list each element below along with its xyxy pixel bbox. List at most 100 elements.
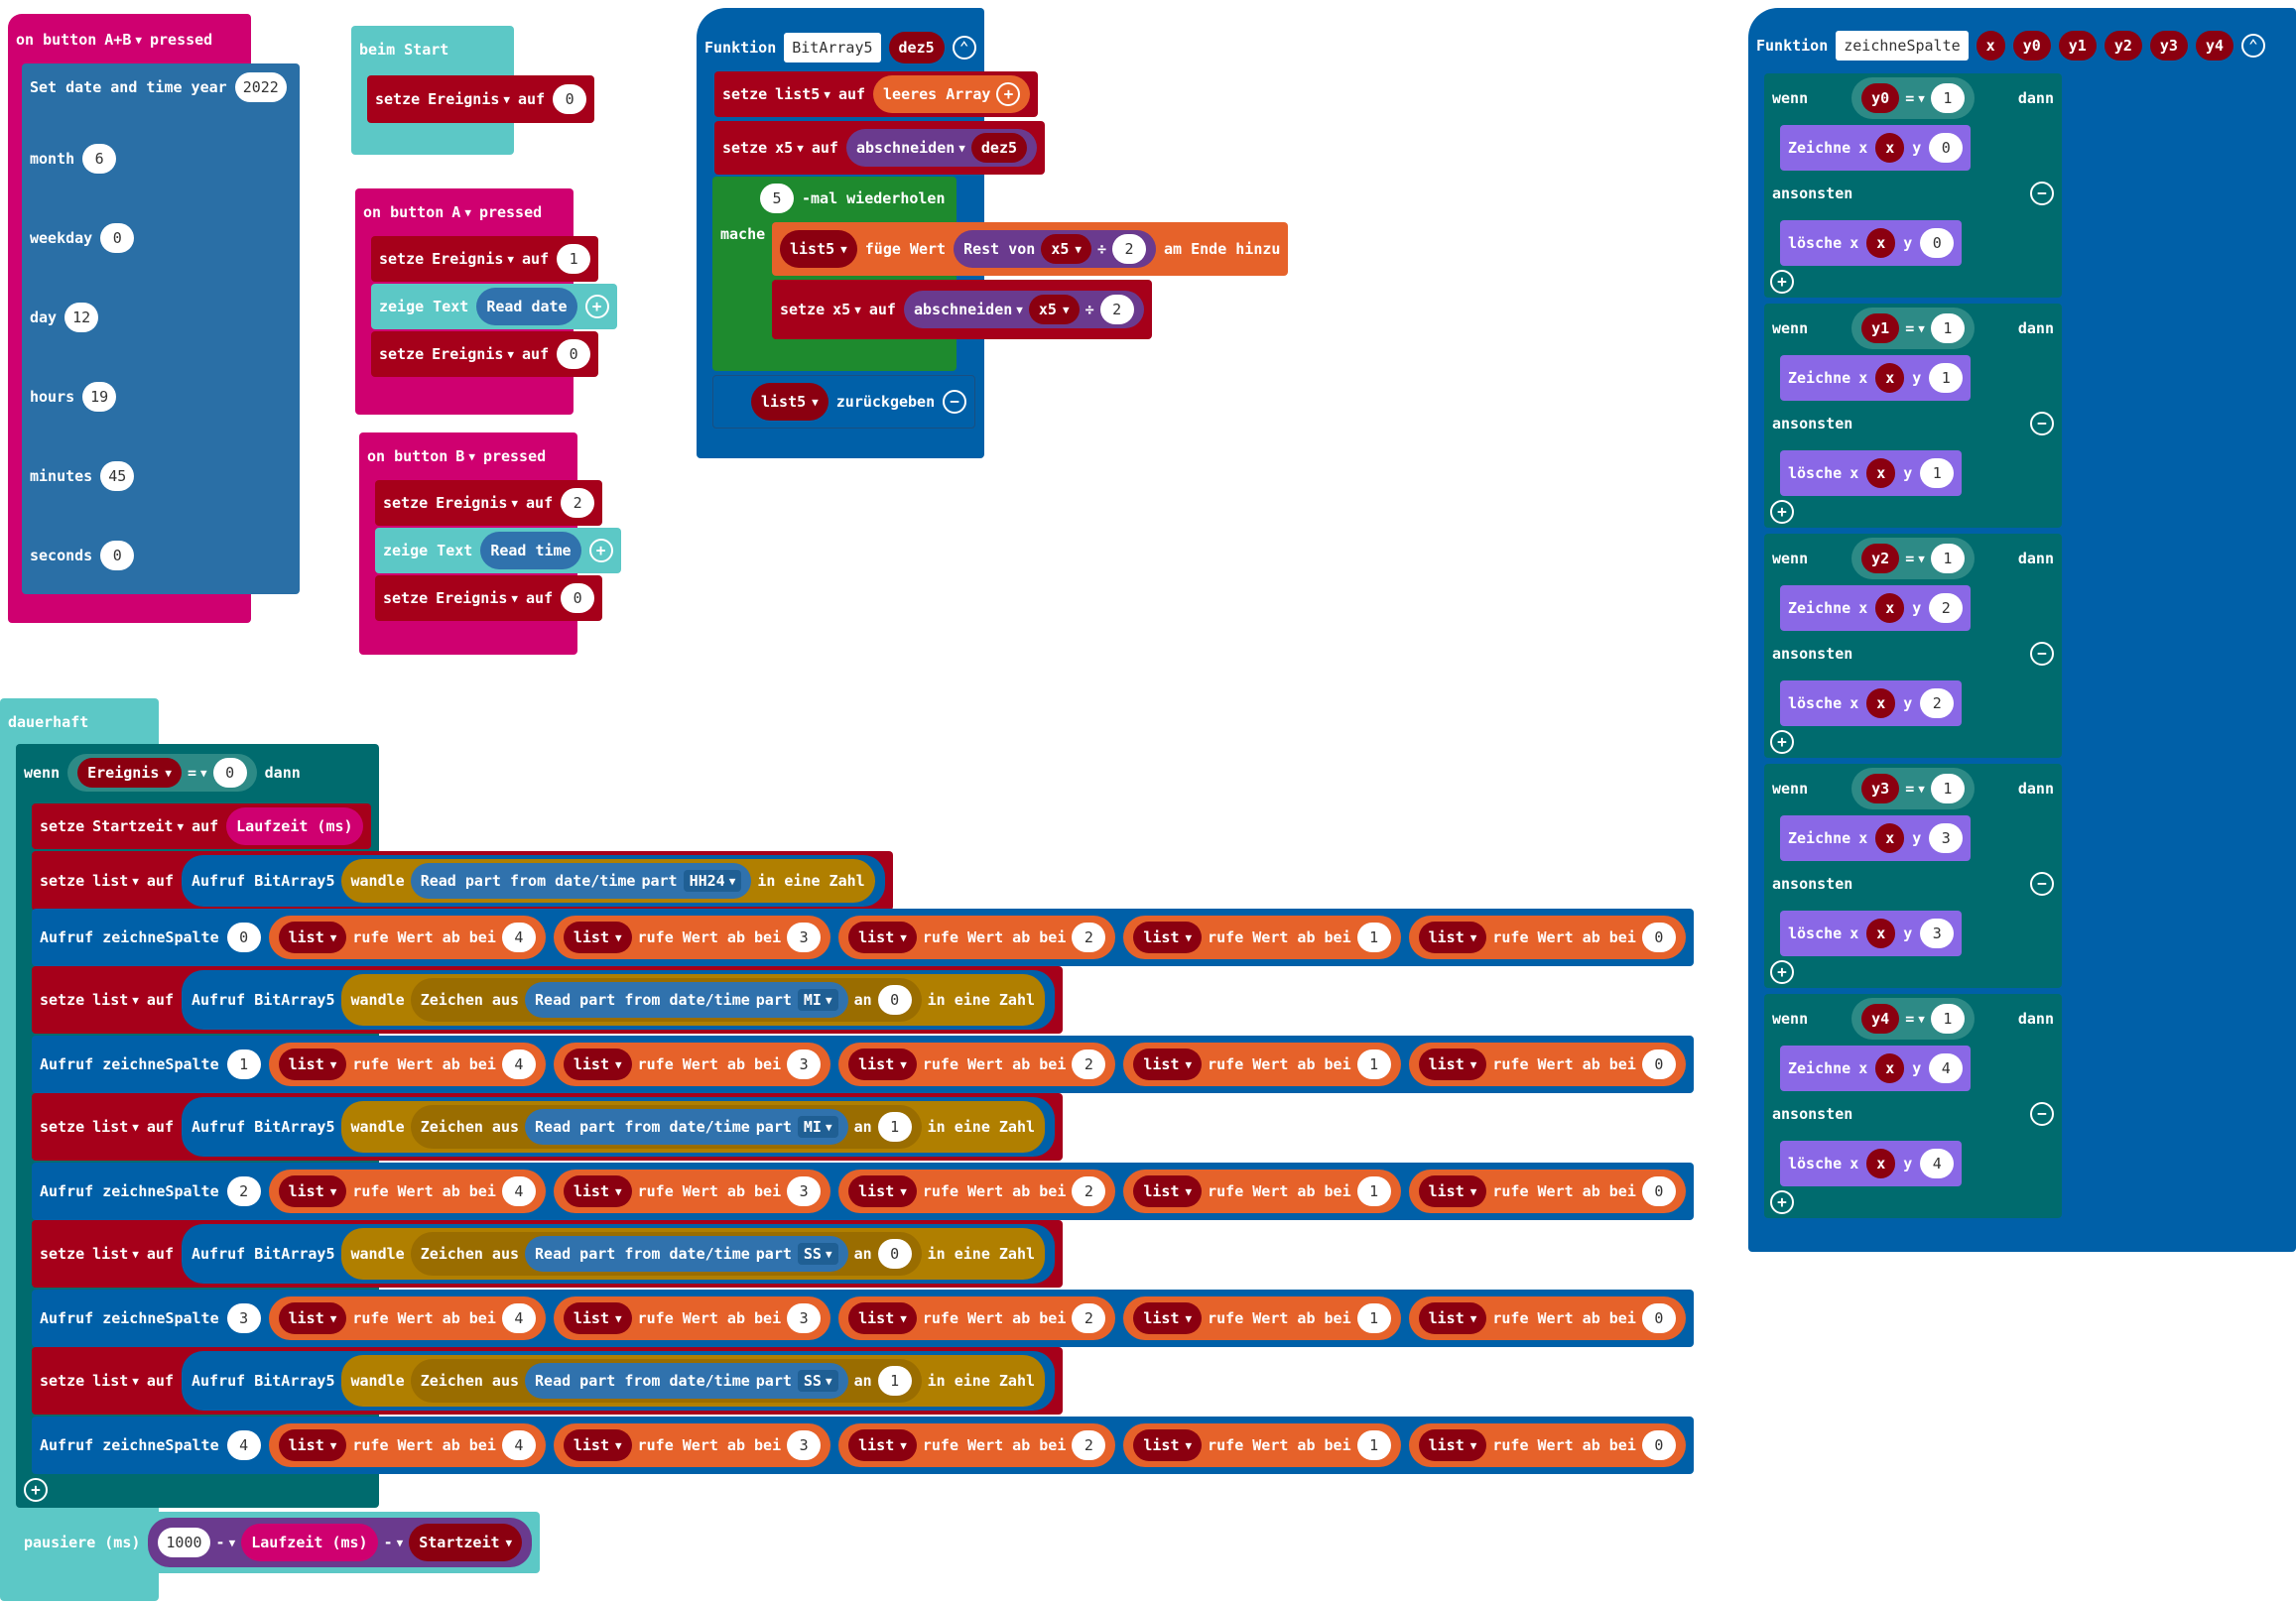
x5-dropdown[interactable]: x5▼	[832, 301, 861, 318]
subtract-outer-block[interactable]: 1000 -▼ Laufzeit (ms) -▼ Startzeit▼	[148, 1518, 533, 1567]
startzeit-dropdown[interactable]: Startzeit▼	[92, 817, 185, 835]
index-input[interactable]: 1	[1356, 923, 1391, 952]
value-input[interactable]: 0	[561, 583, 595, 613]
y-input[interactable]: 2	[1920, 688, 1955, 718]
y-input[interactable]: 4	[1920, 1149, 1955, 1178]
var-y0[interactable]: y0	[1861, 83, 1900, 113]
minus-icon[interactable]: −	[2030, 412, 2054, 435]
column-input[interactable]: 2	[226, 1176, 261, 1206]
set-x5-truncate-block[interactable]: setze x5▼ auf abschneiden▼ x5▼ ÷ 2	[772, 280, 1152, 339]
char-index-input[interactable]: 0	[877, 1239, 912, 1269]
list-var[interactable]: list▼	[1133, 1175, 1203, 1207]
param-y1[interactable]: y1	[2058, 31, 2097, 61]
index-input[interactable]: 2	[1072, 1176, 1106, 1206]
ereignis-var[interactable]: Ereignis▼	[77, 758, 182, 788]
ereignis-dropdown[interactable]: Ereignis▼	[432, 250, 515, 268]
minus-icon[interactable]: −	[2030, 872, 2054, 896]
param-dez5[interactable]: dez5	[888, 32, 945, 63]
runtime-block[interactable]: Laufzeit (ms)	[241, 1524, 378, 1561]
date-field-input[interactable]: 6	[82, 144, 117, 174]
parse-number-block[interactable]: wandle Read part from date/time part HH2…	[340, 859, 875, 903]
index-input[interactable]: 0	[1641, 1430, 1676, 1460]
compare-block[interactable]: y2=▼1	[1851, 538, 1975, 579]
list5-dropdown[interactable]: list5▼	[775, 85, 830, 103]
plus-icon[interactable]: +	[1770, 960, 1794, 984]
list-var[interactable]: list▼	[563, 1175, 632, 1207]
function-name-field[interactable]: zeichneSpalte	[1836, 31, 1969, 61]
y-input[interactable]: 0	[1920, 228, 1955, 258]
truncate-dropdown[interactable]: abschneiden▼	[913, 301, 1023, 318]
y-input[interactable]: 3	[1929, 823, 1964, 853]
index-input[interactable]: 4	[501, 1176, 536, 1206]
plus-icon[interactable]: +	[1770, 730, 1794, 754]
index-input[interactable]: 0	[1641, 923, 1676, 952]
list-var[interactable]: list▼	[278, 1302, 347, 1334]
part-dropdown[interactable]: HH24▼	[683, 870, 742, 892]
index-input[interactable]: 4	[501, 1430, 536, 1460]
list5-var[interactable]: list5▼	[751, 383, 829, 421]
call-bitarray-block[interactable]: Aufruf BitArray5 wandle Read part from d…	[182, 855, 885, 907]
operator-dropdown[interactable]: =▼	[188, 764, 207, 782]
x-var[interactable]: x	[1866, 1149, 1896, 1178]
list-var[interactable]: list▼	[848, 922, 917, 953]
index-input[interactable]: 3	[787, 1176, 822, 1206]
list-dropdown[interactable]: list▼	[92, 1118, 139, 1136]
param-y0[interactable]: y0	[2012, 31, 2051, 61]
param-x[interactable]: x	[1976, 31, 2005, 61]
list-var[interactable]: list▼	[1133, 1302, 1203, 1334]
ereignis-dropdown[interactable]: Ereignis▼	[436, 494, 519, 512]
remainder-block[interactable]: Rest von x5▼ ÷ 2	[954, 230, 1157, 268]
column-input[interactable]: 3	[226, 1303, 261, 1333]
index-input[interactable]: 2	[1072, 923, 1106, 952]
part-dropdown[interactable]: MI▼	[797, 989, 838, 1011]
ereignis-dropdown[interactable]: Ereignis▼	[436, 589, 519, 607]
list-var[interactable]: list▼	[278, 1048, 347, 1080]
runtime-block[interactable]: Laufzeit (ms)	[226, 807, 363, 845]
date-field-input[interactable]: 45	[100, 461, 135, 491]
show-text-b[interactable]: zeige Text Read time +	[375, 528, 621, 573]
show-text-a[interactable]: zeige Text Read date +	[371, 284, 617, 329]
x5-var[interactable]: x5▼	[1028, 295, 1080, 324]
column-input[interactable]: 1	[226, 1049, 261, 1079]
y-input[interactable]: 4	[1929, 1053, 1964, 1083]
x-var[interactable]: x	[1866, 688, 1896, 718]
list-var[interactable]: list▼	[563, 1429, 632, 1461]
char-index-input[interactable]: 0	[877, 985, 912, 1015]
index-input[interactable]: 3	[787, 1049, 822, 1079]
x-var[interactable]: x	[1875, 363, 1905, 393]
value-input[interactable]: 0	[553, 84, 587, 114]
list-dropdown[interactable]: list▼	[92, 1245, 139, 1263]
list-var[interactable]: list▼	[1418, 1429, 1487, 1461]
index-input[interactable]: 3	[787, 923, 822, 952]
set-startzeit-block[interactable]: setze Startzeit▼ auf Laufzeit (ms)	[32, 803, 371, 849]
index-input[interactable]: 1	[1356, 1303, 1391, 1333]
list-var[interactable]: list▼	[278, 1175, 347, 1207]
index-input[interactable]: 3	[787, 1303, 822, 1333]
plus-icon[interactable]: +	[1770, 270, 1794, 294]
list-var[interactable]: list▼	[1418, 1048, 1487, 1080]
